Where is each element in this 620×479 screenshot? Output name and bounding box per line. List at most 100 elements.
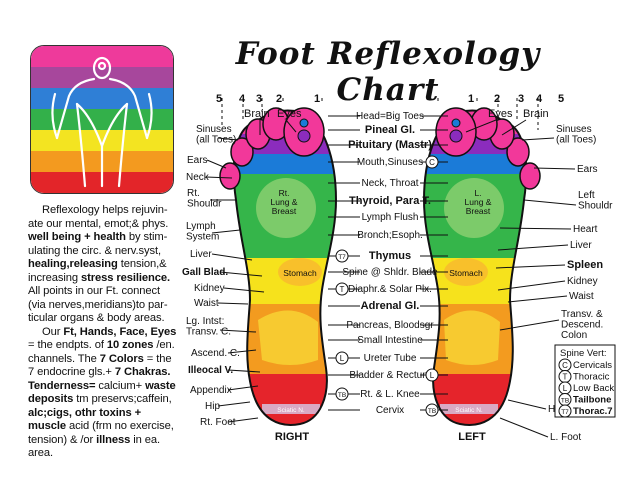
leader-line [217, 302, 249, 305]
leader-line [497, 280, 566, 291]
zone-number: 5 [558, 93, 564, 105]
spine-badge-text: T [340, 285, 345, 294]
label-ascend: Ascend. C. [191, 348, 240, 359]
leader-line [521, 137, 555, 141]
label-brain: Brain [244, 108, 270, 120]
spine-badge-icon [335, 387, 349, 401]
leader-line [499, 319, 560, 331]
center-label: Pancreas, Bloodsgr [346, 320, 434, 331]
label-sinuses: Sinuses(all Toes) [556, 124, 596, 146]
center-label: Neck, Throat [361, 178, 418, 189]
label-lg-intst: Lg. Intst:Transv. C. [186, 316, 231, 338]
leader-line [211, 229, 241, 234]
label-appendix: Appendix [190, 385, 232, 396]
center-label: Pituitary (Mastr) [348, 139, 432, 151]
l-lung-label: L.Lung &Breast [465, 188, 492, 216]
label-rt-foot: Rt. Foot [200, 417, 236, 428]
label-gall-blad: Gall Blad. [182, 267, 228, 278]
leader-line [217, 137, 239, 141]
leader-line [223, 287, 265, 293]
spine-legend-title: Spine Vert: [560, 348, 606, 359]
spine-badge-text: T7 [561, 409, 569, 416]
label-ears: Ears [577, 164, 598, 175]
label-l-foot: L. Foot [550, 432, 581, 443]
zone-number: 1 [314, 93, 320, 105]
spine-badge-text: T [563, 373, 568, 382]
spine-badge-text: C [562, 361, 568, 370]
leader-line [219, 329, 257, 333]
leader-line [227, 417, 259, 423]
leader-line [497, 244, 569, 251]
spine-legend-item: Low Back [573, 383, 614, 394]
label-waist: Waist [194, 298, 219, 309]
leader-line [227, 349, 257, 354]
label-ears: Ears [187, 155, 208, 166]
chakra-band [31, 46, 173, 67]
spine-badge-icon [425, 403, 439, 417]
spine-badge-text: TB [338, 392, 346, 399]
label-liver: Liver [190, 249, 212, 260]
spine-legend-item: Cervicals [573, 360, 612, 371]
leader-line [227, 369, 261, 373]
spine-badge-text: TB [561, 398, 569, 405]
label-eyes: Eyes [277, 108, 302, 120]
zone-number: 1 [468, 93, 474, 105]
label-liver: Liver [570, 240, 592, 251]
center-label: Spine @ Shldr. Blade [342, 267, 438, 278]
leader-line [495, 264, 566, 269]
label-spleen: Spleen [567, 259, 603, 271]
label-heart: Heart [573, 224, 598, 235]
spine-badge-icon [425, 155, 439, 169]
zone-lines [221, 98, 539, 130]
leader-line [507, 399, 547, 410]
zone-number: 4 [536, 93, 543, 105]
chart-title: Foot Reflexology Chart [235, 36, 541, 108]
right-foot-caption: RIGHT [275, 431, 310, 443]
center-label: Bronch;Esoph. [357, 230, 423, 241]
sciatic-label: Sciatic N. [277, 407, 305, 414]
right-foot [219, 107, 337, 426]
label-kidney: Kidney [567, 276, 598, 287]
label-brain: Brain [523, 108, 549, 120]
leader-line [499, 417, 549, 438]
leader-line [499, 227, 572, 230]
center-label: Thyroid, Para T. [349, 195, 431, 207]
center-label: Cervix [376, 405, 404, 416]
leader-line [217, 401, 251, 407]
human-figure-icon [51, 56, 153, 188]
stomach-label: Stomach [283, 268, 317, 278]
center-label: Thymus [369, 250, 411, 262]
label-illeocal: Illeocal V. [188, 365, 233, 376]
label-kidney: Kidney [194, 283, 225, 294]
spine-badge-icon [335, 351, 349, 365]
leader-line [206, 159, 227, 169]
zone-number: 2 [276, 93, 282, 105]
spine-badge-text: L [340, 354, 345, 363]
leader-line [285, 119, 297, 133]
zone-number: 5 [216, 93, 222, 105]
spine-badge-text: C [429, 158, 435, 167]
zone-number: 3 [256, 93, 262, 105]
label-eyes: Eyes [488, 108, 513, 120]
spine-legend-item: Thorac.7 [573, 406, 613, 417]
leader-line [507, 295, 568, 303]
spine-badge-text: L [430, 371, 435, 380]
label-neck: Neck [186, 172, 210, 183]
stomach-label: Stomach [449, 268, 483, 278]
chakra-band [31, 109, 173, 130]
spine-badge-text: TB [428, 408, 436, 415]
leader-line [227, 385, 259, 391]
leader-line [205, 176, 233, 179]
label-hip: Hip [205, 401, 220, 412]
label-waist: Waist [569, 291, 594, 302]
center-label: Mouth,Sinuses [357, 157, 423, 168]
center-label: Rt. & L. Knee [360, 389, 420, 400]
leader-line [211, 253, 253, 261]
